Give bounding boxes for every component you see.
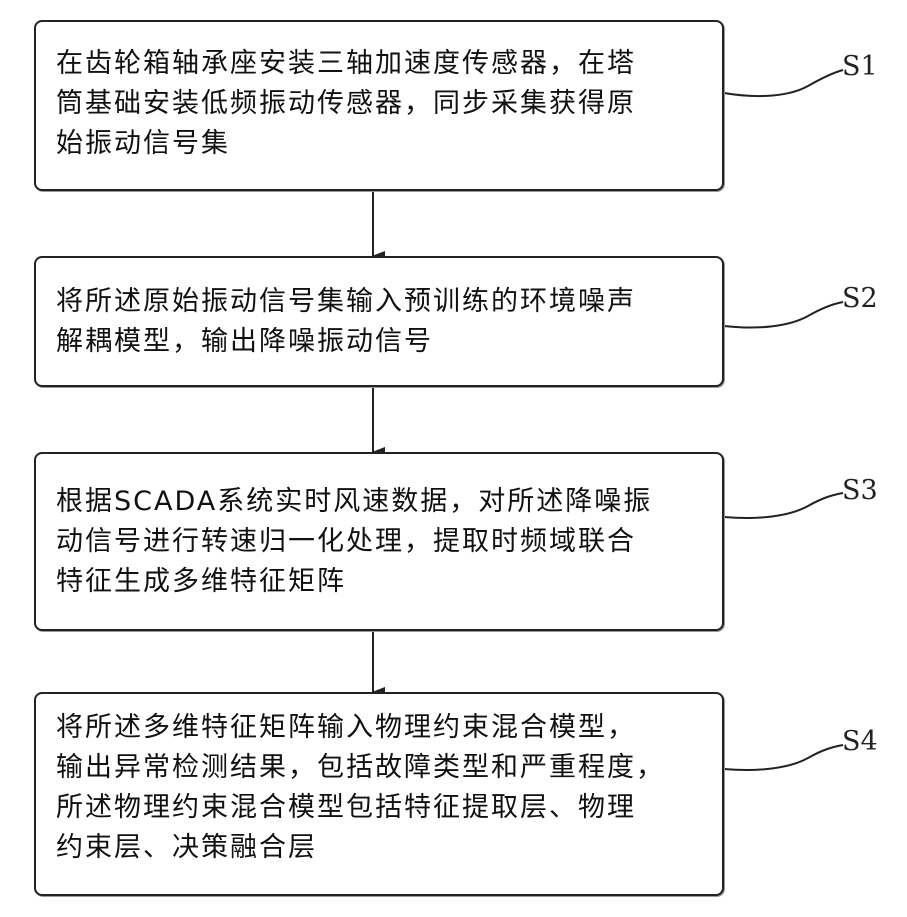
step-label-s3: S3 (842, 476, 878, 506)
leader-line-s3 (724, 493, 843, 518)
step-text-s4: 将所述多维特征矩阵输入物理约束混合模型， 输出异常检测结果，包括故障类型和严重程… (56, 708, 708, 868)
step-box-s3: 根据SCADA系统实时风速数据，对所述降噪振 动信号进行转速归一化处理，提取时频… (34, 452, 724, 631)
step-box-s4: 将所述多维特征矩阵输入物理约束混合模型， 输出异常检测结果，包括故障类型和严重程… (34, 692, 724, 896)
leader-line-s1 (724, 70, 843, 96)
step-box-s2: 将所述原始振动信号集输入预训练的环境噪声 解耦模型，输出降噪振动信号 (34, 256, 724, 387)
step-box-s1: 在齿轮箱轴承座安装三轴加速度传感器，在塔 筒基础安装低频振动传感器，同步采集获得… (34, 20, 724, 191)
leader-line-s4 (724, 745, 843, 770)
step-label-s1: S1 (842, 52, 878, 82)
leader-line-s2 (724, 302, 843, 328)
step-text-s3: 根据SCADA系统实时风速数据，对所述降噪振 动信号进行转速归一化处理，提取时频… (56, 482, 708, 602)
step-label-s4: S4 (842, 727, 878, 757)
step-text-s2: 将所述原始振动信号集输入预训练的环境噪声 解耦模型，输出降噪振动信号 (56, 282, 708, 362)
step-label-s2: S2 (842, 284, 878, 314)
step-text-s1: 在齿轮箱轴承座安装三轴加速度传感器，在塔 筒基础安装低频振动传感器，同步采集获得… (56, 44, 708, 164)
